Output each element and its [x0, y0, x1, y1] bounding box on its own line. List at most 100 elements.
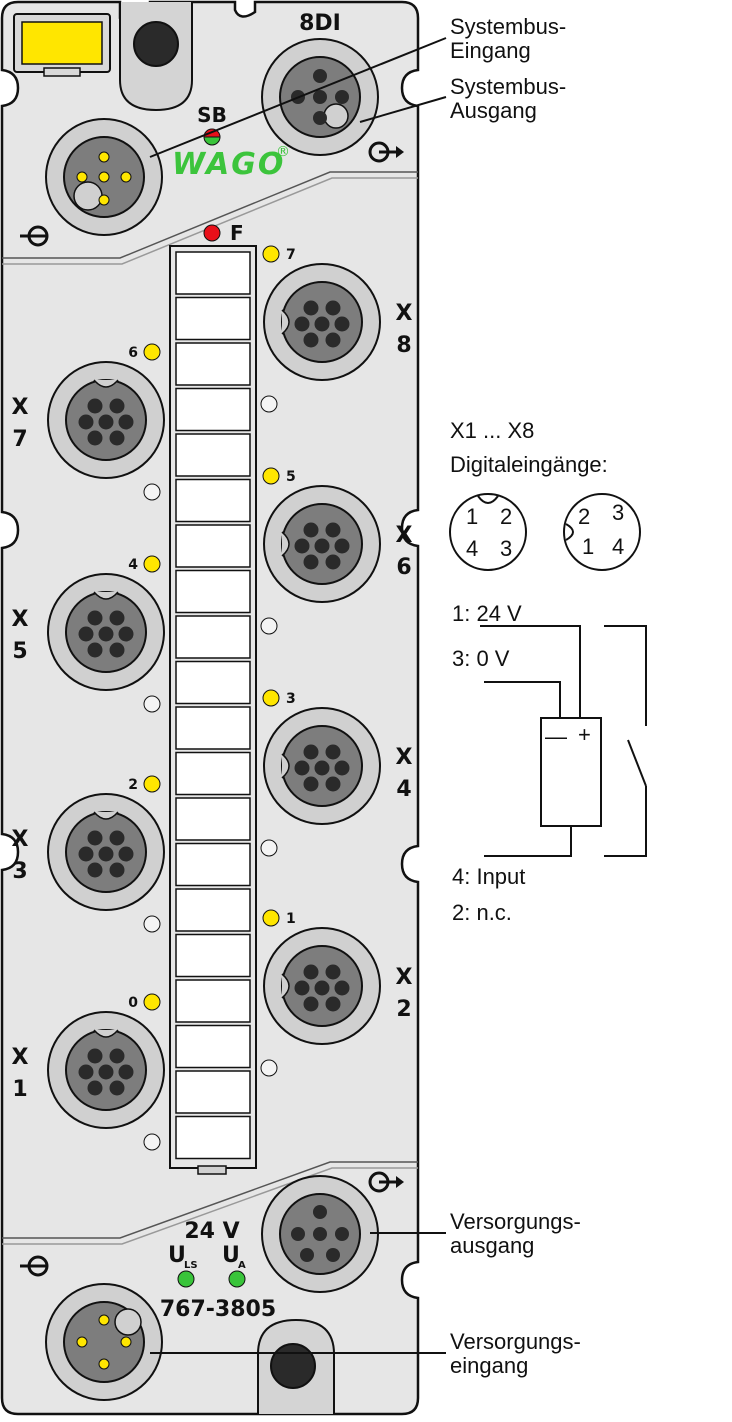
status-led	[262, 909, 280, 927]
pin4-label: 4: Input	[452, 864, 525, 889]
callout-supply-out-2: ausgang	[450, 1233, 534, 1258]
marking-strip-cell	[175, 342, 251, 386]
svg-text:2: 2	[500, 504, 512, 529]
connector-x7	[47, 361, 165, 479]
connector-x6	[263, 485, 381, 603]
marking-strip-cell	[175, 251, 251, 295]
wago-logo: WAGO	[172, 147, 285, 182]
marking-strip-cell	[175, 615, 251, 659]
svg-text:1: 1	[582, 534, 594, 559]
supply-in-symbol	[20, 1255, 49, 1277]
pin3-label: 3: 0 V	[452, 646, 510, 671]
callout-line-systembus-out	[359, 96, 447, 123]
marking-strip-cell	[175, 797, 251, 841]
pinout-male: 2 3 1 4	[563, 493, 641, 571]
supply-out-connector	[261, 1175, 379, 1293]
led-number: 1	[286, 911, 296, 927]
marking-strip-cell	[175, 478, 251, 523]
pinout-female: 1 2 4 3	[449, 493, 527, 571]
sb-label: SB	[197, 103, 227, 127]
order-number: 767-3805	[160, 1297, 276, 1322]
connector-label-letter: X	[396, 745, 413, 770]
led-number: 6	[128, 345, 138, 361]
marking-strip-cell	[175, 933, 251, 978]
connector-label-number: 1	[12, 1077, 27, 1102]
callout-systembus-out-1: Systembus-	[450, 74, 566, 99]
connector-x1	[47, 1011, 165, 1129]
connector-label-letter: X	[396, 965, 413, 990]
marking-strip-cell	[175, 1024, 251, 1069]
status-led	[262, 467, 280, 485]
connector-label-letter: X	[12, 607, 29, 632]
connector-label-letter: X	[396, 523, 413, 548]
f-led	[203, 224, 221, 242]
bottom-screw	[270, 1343, 316, 1389]
connector-x8	[263, 263, 381, 381]
module-name: 8DI	[299, 11, 341, 36]
connector-label-letter: X	[12, 395, 29, 420]
status-led	[262, 245, 280, 263]
uls-label: U	[168, 1243, 186, 1268]
strip-foot	[197, 1165, 227, 1175]
marker-tab	[21, 21, 103, 65]
legend-title-1: X1 ... X8	[450, 418, 534, 443]
connector-label-number: 3	[12, 859, 27, 884]
supply-in-connector	[45, 1283, 163, 1401]
f-label: F	[230, 221, 244, 245]
top-divider	[2, 171, 418, 259]
systembus-out-connector	[261, 38, 379, 156]
status-led	[143, 775, 161, 793]
svg-text:2: 2	[578, 504, 590, 529]
callout-systembus-in-2: Eingang	[450, 38, 531, 63]
marking-strip-cell	[175, 842, 251, 887]
bottom-divider-2	[2, 1167, 418, 1245]
callout-line-systembus-in	[149, 37, 447, 158]
connector-label-letter: X	[12, 1045, 29, 1070]
top-screw	[133, 21, 179, 67]
led-number: 2	[128, 777, 138, 793]
voltage-label: 24 V	[184, 1219, 239, 1244]
marking-strip-cell	[175, 660, 251, 705]
connector-x3	[47, 793, 165, 911]
marking-strip-cell	[175, 706, 251, 750]
bus-out-symbol	[368, 141, 404, 163]
marking-strip-cell	[175, 524, 251, 568]
callout-supply-in-2: eingang	[450, 1353, 528, 1378]
connector-label-number: 6	[396, 555, 411, 580]
connector-label-number: 2	[396, 997, 411, 1022]
svg-text:1: 1	[466, 504, 478, 529]
led-number: 0	[128, 995, 138, 1011]
status-led-off	[260, 617, 278, 635]
connector-label-number: 7	[12, 427, 27, 452]
marking-strip-cell	[175, 1070, 251, 1114]
callout-systembus-in-1: Systembus-	[450, 14, 566, 39]
marking-strip-cell	[175, 569, 251, 614]
led-number: 4	[128, 557, 138, 573]
supply-out-symbol	[368, 1171, 404, 1193]
wiring-schematic	[480, 625, 647, 857]
marking-strip-cell	[175, 888, 251, 932]
connector-label-number: 8	[396, 333, 411, 358]
svg-text:3: 3	[500, 536, 512, 561]
pin2-label: 2: n.c.	[452, 900, 512, 925]
callout-systembus-out-2: Ausgang	[450, 98, 537, 123]
marking-strip	[175, 251, 251, 1160]
marking-strip-cell	[175, 387, 251, 432]
uls-led	[177, 1270, 195, 1288]
pin1-label: 1: 24 V	[452, 601, 522, 626]
marking-strip-cell	[175, 751, 251, 796]
connector-label-letter: X	[12, 827, 29, 852]
connector-label-number: 5	[12, 639, 27, 664]
svg-text:3: 3	[612, 500, 624, 525]
svg-text:4: 4	[612, 534, 624, 559]
sensor-plus: +	[578, 722, 591, 747]
status-led-off	[143, 915, 161, 933]
status-led-off	[260, 395, 278, 413]
top-divider-2	[2, 177, 418, 265]
marking-strip-cell	[175, 1115, 251, 1160]
ua-sub: A	[238, 1260, 246, 1271]
marking-strip-cell	[175, 296, 251, 341]
led-number: 3	[286, 691, 296, 707]
